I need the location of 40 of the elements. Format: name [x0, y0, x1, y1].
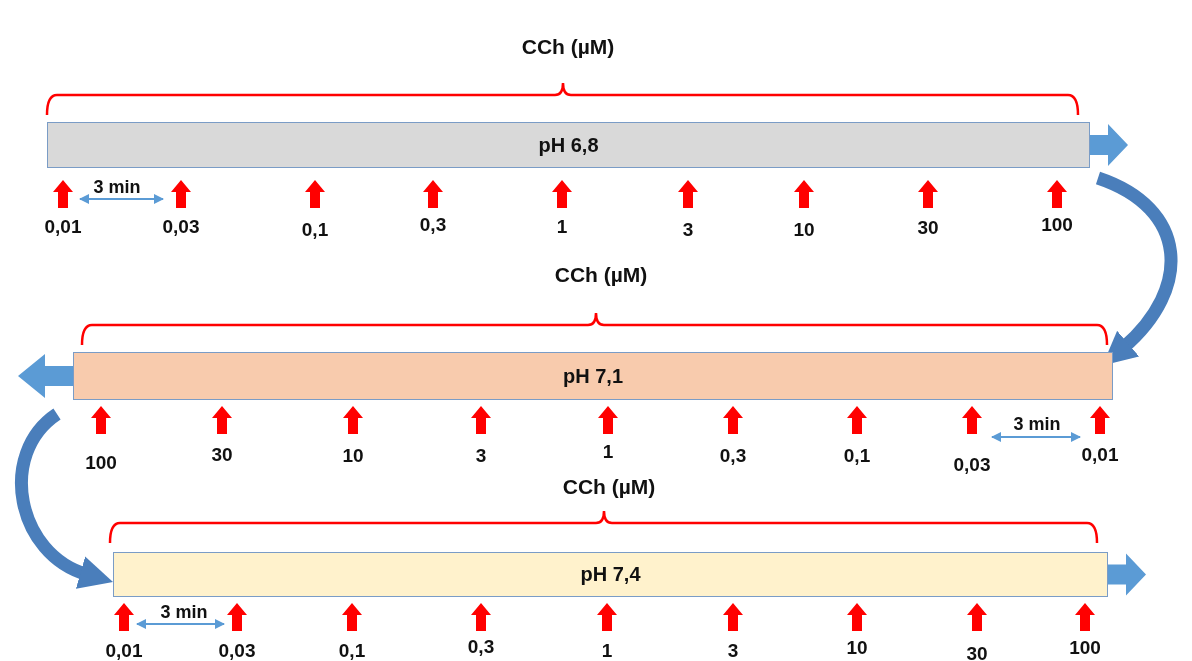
bar-label: pH 7,1	[563, 364, 623, 388]
concentration-value: 0,1	[843, 445, 871, 467]
ph-bar	[73, 352, 1113, 400]
concentration-value: 0,01	[105, 640, 143, 661]
concentration-value: 10	[846, 637, 868, 659]
concentration-value: 30	[917, 217, 939, 239]
concentration-value: 0,03	[218, 640, 256, 661]
concentration-value: 3	[475, 445, 487, 467]
concentration-value: 10	[342, 445, 364, 467]
concentration-value: 0,03	[953, 454, 991, 476]
concentration-value: 0,01	[1081, 444, 1119, 466]
concentration-value: 1	[602, 441, 614, 463]
axis-title: CCh (µM)	[521, 36, 615, 58]
concentration-value: 0,03	[162, 216, 200, 238]
concentration-value: 3	[682, 219, 694, 241]
concentration-value: 0,01	[44, 216, 82, 238]
curved-arrow	[15, 409, 113, 588]
concentration-value: 10	[793, 219, 815, 241]
concentration-value: 0,3	[467, 636, 495, 658]
concentration-value: 0,3	[419, 214, 447, 236]
concentration-value: 30	[966, 643, 988, 661]
axis-title: CCh (µM)	[554, 264, 648, 286]
concentration-value: 3	[727, 640, 739, 661]
concentration-value: 1	[601, 640, 613, 661]
duration-label: 3 min	[93, 176, 141, 198]
concentration-value: 100	[1041, 214, 1073, 236]
concentration-value: 30	[211, 444, 233, 466]
concentration-value: 0,1	[338, 640, 366, 661]
ph-bar	[47, 122, 1090, 168]
bar-label: pH 6,8	[538, 133, 599, 157]
concentration-value: 0,1	[301, 219, 329, 241]
ph-bar	[113, 552, 1108, 597]
bar-label: pH 7,4	[580, 563, 641, 586]
concentration-value: 100	[85, 452, 117, 474]
duration-label: 3 min	[160, 601, 208, 623]
concentration-value: 100	[1069, 637, 1101, 659]
axis-title: CCh (µM)	[562, 476, 656, 498]
duration-label: 3 min	[1013, 413, 1061, 435]
concentration-value: 1	[556, 216, 568, 238]
concentration-value: 0,3	[719, 445, 747, 467]
